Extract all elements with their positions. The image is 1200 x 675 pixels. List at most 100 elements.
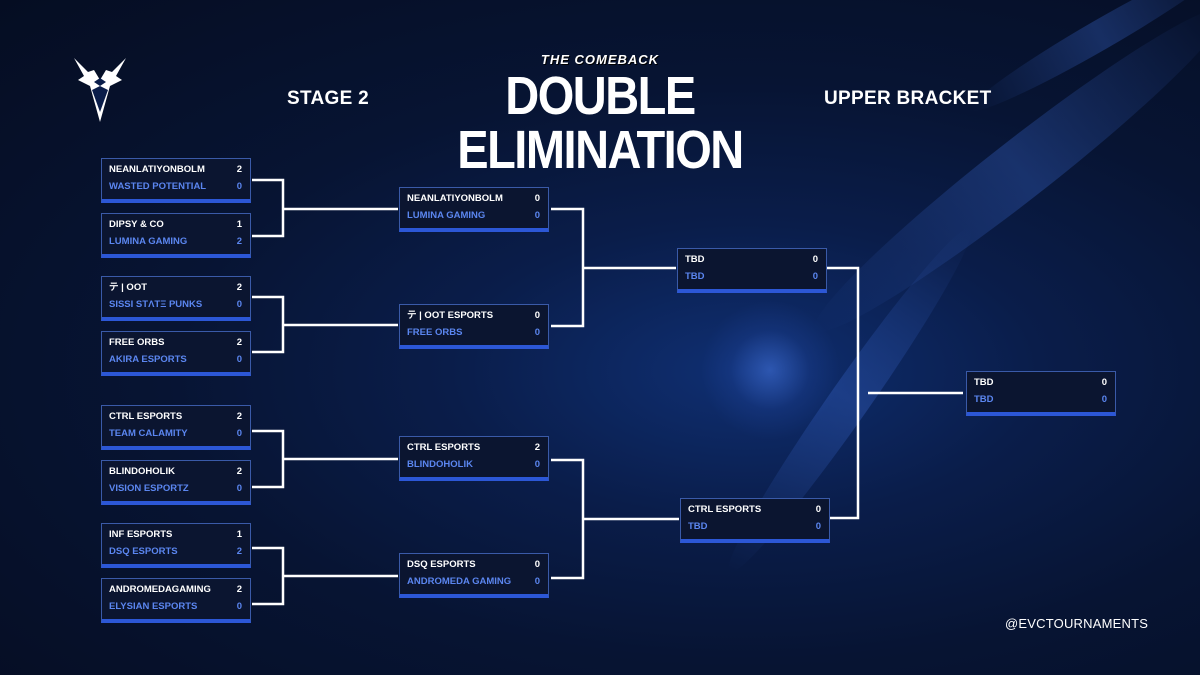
- team-score: 0: [236, 354, 242, 365]
- team-name: FREE ORBS: [109, 337, 165, 348]
- team-name: BLINDOHOLIK: [407, 459, 473, 470]
- team-row: AKIRA ESPORTS 0: [109, 352, 242, 368]
- social-handle: @EVCTOURNAMENTS: [1005, 616, 1149, 631]
- match-card-r1-1[interactable]: NEANLATIYONBOLM 2 WASTED POTENTIAL 0: [101, 158, 251, 203]
- team-name: TBD: [974, 394, 994, 405]
- team-row: TBD 0: [688, 519, 821, 535]
- team-name: AKIRA ESPORTS: [109, 354, 187, 365]
- team-name: NEANLATIYONBOLM: [407, 193, 503, 204]
- team-name: テ | OOT: [109, 282, 148, 293]
- team-row: WASTED POTENTIAL 0: [109, 179, 242, 195]
- team-row: TBD 0: [974, 375, 1107, 391]
- team-name: TBD: [688, 521, 708, 532]
- team-score: 2: [236, 337, 242, 348]
- team-score: 2: [236, 411, 242, 422]
- team-score: 0: [815, 504, 821, 515]
- team-score: 2: [236, 546, 242, 557]
- team-name: NEANLATIYONBOLM: [109, 164, 205, 175]
- logo-icon: [74, 58, 126, 122]
- team-score: 0: [815, 521, 821, 532]
- team-name: SISSI STΛTΞ PUNKS: [109, 299, 203, 310]
- team-score: 0: [812, 254, 818, 265]
- team-score: 0: [236, 483, 242, 494]
- team-score: 0: [534, 210, 540, 221]
- team-name: CTRL ESPORTS: [407, 442, 481, 453]
- team-score: 0: [236, 299, 242, 310]
- team-row: DIPSY & CO 1: [109, 217, 242, 233]
- team-name: ELYSIAN ESPORTS: [109, 601, 198, 612]
- team-name: TBD: [685, 271, 705, 282]
- team-name: LUMINA GAMING: [407, 210, 486, 221]
- team-row: BLINDOHOLIK 2: [109, 464, 242, 480]
- team-name: VISION ESPORTZ: [109, 483, 189, 494]
- team-row: TBD 0: [685, 252, 818, 268]
- match-card-r3-2[interactable]: CTRL ESPORTS 0 TBD 0: [680, 498, 830, 543]
- team-score: 2: [236, 164, 242, 175]
- team-score: 0: [534, 559, 540, 570]
- match-card-r1-7[interactable]: INF ESPORTS 1 DSQ ESPORTS 2: [101, 523, 251, 568]
- team-row: TEAM CALAMITY 0: [109, 426, 242, 442]
- team-name: DIPSY & CO: [109, 219, 164, 230]
- team-name: DSQ ESPORTS: [109, 546, 178, 557]
- team-name: FREE ORBS: [407, 327, 463, 338]
- team-row: VISION ESPORTZ 0: [109, 481, 242, 497]
- team-score: 2: [236, 236, 242, 247]
- team-name: INF ESPORTS: [109, 529, 173, 540]
- team-score: 0: [812, 271, 818, 282]
- team-row: TBD 0: [685, 269, 818, 285]
- team-row: テ | OOT 2: [109, 280, 242, 296]
- team-row: DSQ ESPORTS 2: [109, 544, 242, 560]
- team-name: ANDROMEDAGAMING: [109, 584, 211, 595]
- team-name: TBD: [685, 254, 705, 265]
- team-score: 0: [534, 327, 540, 338]
- match-card-r2-1[interactable]: NEANLATIYONBOLM 0 LUMINA GAMING 0: [399, 187, 549, 232]
- team-score: 2: [236, 466, 242, 477]
- team-row: SISSI STΛTΞ PUNKS 0: [109, 297, 242, 313]
- team-row: CTRL ESPORTS 2: [407, 440, 540, 456]
- team-row: NEANLATIYONBOLM 2: [109, 162, 242, 178]
- match-card-r3-1[interactable]: TBD 0 TBD 0: [677, 248, 827, 293]
- team-name: BLINDOHOLIK: [109, 466, 175, 477]
- team-score: 2: [236, 584, 242, 595]
- team-score: 2: [236, 282, 242, 293]
- team-row: INF ESPORTS 1: [109, 527, 242, 543]
- team-score: 0: [534, 310, 540, 321]
- match-card-r1-8[interactable]: ANDROMEDAGAMING 2 ELYSIAN ESPORTS 0: [101, 578, 251, 623]
- team-score: 0: [236, 428, 242, 439]
- team-row: LUMINA GAMING 0: [407, 208, 540, 224]
- team-row: FREE ORBS 0: [407, 325, 540, 341]
- team-name: CTRL ESPORTS: [688, 504, 762, 515]
- bracket-label: UPPER BRACKET: [824, 88, 992, 109]
- match-card-r1-4[interactable]: FREE ORBS 2 AKIRA ESPORTS 0: [101, 331, 251, 376]
- team-score: 0: [534, 193, 540, 204]
- team-score: 0: [236, 601, 242, 612]
- team-name: WASTED POTENTIAL: [109, 181, 207, 192]
- team-row: FREE ORBS 2: [109, 335, 242, 351]
- team-row: ELYSIAN ESPORTS 0: [109, 599, 242, 615]
- team-row: ANDROMEDAGAMING 2: [109, 582, 242, 598]
- team-score: 0: [236, 181, 242, 192]
- match-card-r1-6[interactable]: BLINDOHOLIK 2 VISION ESPORTZ 0: [101, 460, 251, 505]
- match-card-r1-3[interactable]: テ | OOT 2 SISSI STΛTΞ PUNKS 0: [101, 276, 251, 321]
- team-row: NEANLATIYONBOLM 0: [407, 191, 540, 207]
- team-name: TEAM CALAMITY: [109, 428, 188, 439]
- team-score: 2: [534, 442, 540, 453]
- team-score: 0: [1101, 377, 1107, 388]
- team-name: TBD: [974, 377, 994, 388]
- team-score: 1: [236, 219, 242, 230]
- team-score: 1: [236, 529, 242, 540]
